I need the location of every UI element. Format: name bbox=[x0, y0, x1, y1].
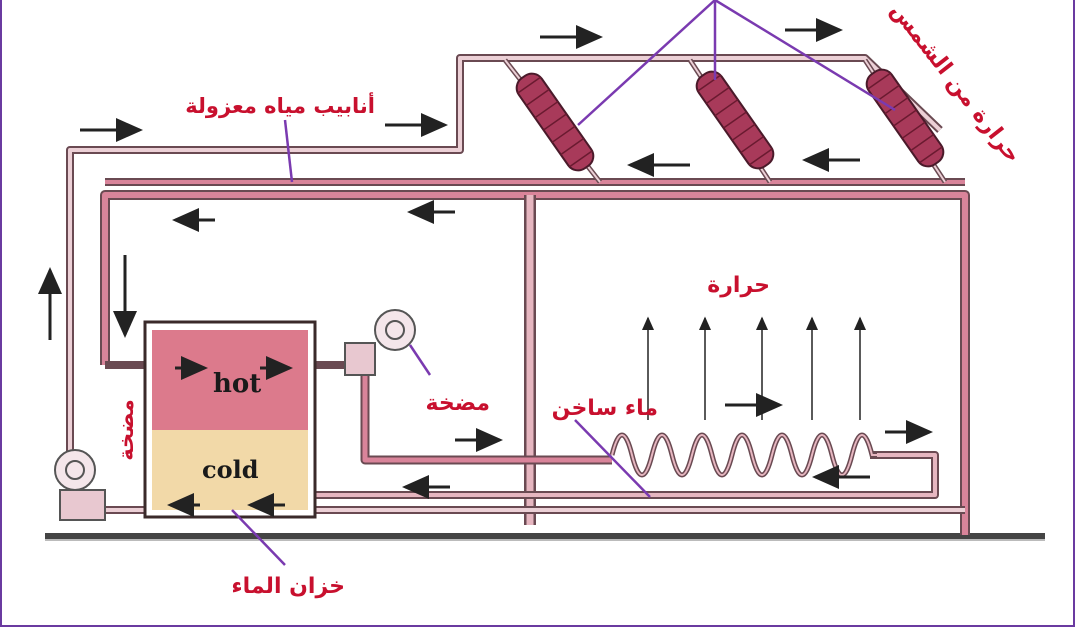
collector-3 bbox=[865, 68, 945, 168]
hot-zone bbox=[152, 330, 308, 430]
heat-label: حرارة bbox=[707, 273, 770, 298]
pointer-lines bbox=[231, 0, 896, 566]
pump-left-icon bbox=[54, 449, 106, 521]
solar-collectors bbox=[515, 68, 945, 172]
insulated-pipes-label: أنابيب مياه معزولة bbox=[185, 91, 375, 118]
collector-2 bbox=[695, 70, 775, 170]
water-tank bbox=[143, 320, 317, 519]
pump-right-label: مضخة bbox=[426, 391, 491, 416]
heat-arrows bbox=[642, 316, 866, 420]
collector-1 bbox=[515, 72, 595, 172]
pump-left-label: مضخة bbox=[114, 399, 138, 461]
flow-arrows bbox=[38, 18, 933, 517]
water-tank-label: خزان الماء bbox=[231, 574, 345, 599]
hot-label: hot bbox=[213, 369, 261, 399]
hot-water-label: ماء ساخن bbox=[552, 396, 658, 421]
ground-line bbox=[45, 533, 1045, 539]
pump-right-icon bbox=[344, 309, 416, 376]
cold-label: cold bbox=[202, 455, 259, 484]
